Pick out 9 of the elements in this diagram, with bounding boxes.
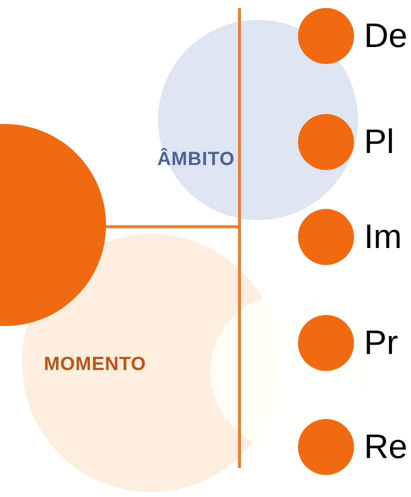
divider-bar [238,8,241,468]
list-item-text: Pl [364,125,394,159]
list-item-text: Pr [364,326,398,360]
list-item-text: De [364,19,408,53]
list-item-text: Im [364,220,402,254]
circle-label: ÂMBITO [157,149,235,171]
list-item-text: Re [364,430,408,464]
circle-label: MOMENTO [44,354,146,376]
connector-line [106,225,240,228]
